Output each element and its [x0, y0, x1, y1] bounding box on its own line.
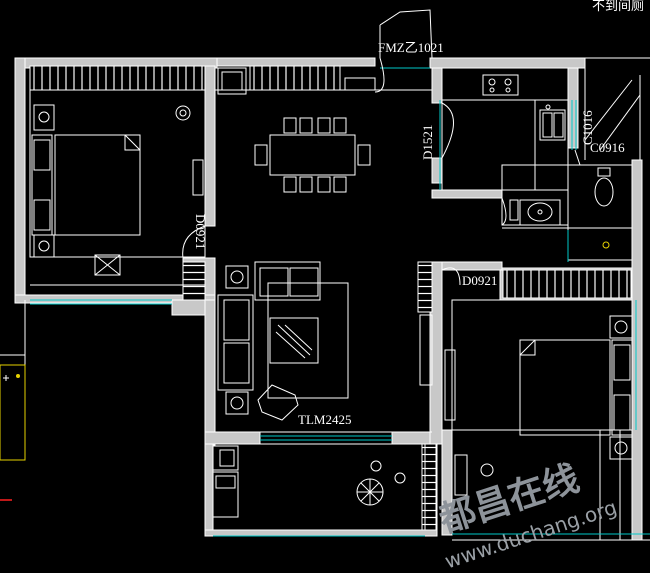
balcony-fixtures	[212, 445, 494, 518]
hatch-lines	[33, 66, 628, 526]
left-edge-detail	[0, 364, 26, 501]
label-top-right: 不到间厕	[592, 0, 644, 13]
watermark: 都昌在线 www.duchang.org	[433, 457, 620, 573]
furniture	[31, 67, 633, 518]
label-door-d0921-right: D0921	[462, 273, 497, 288]
label-window-c1016: C1016	[580, 110, 595, 145]
labels: FMZ乙1021 D1521 C1016 C0916 D0921 D0921 T…	[193, 0, 644, 427]
label-door-d0921-left: D0921	[193, 214, 208, 249]
bed-right	[444, 315, 633, 460]
sofa-set	[217, 261, 433, 421]
label-door-main: FMZ乙1021	[378, 40, 444, 55]
dining-table	[254, 117, 371, 193]
hatched-walls	[29, 65, 632, 531]
windows	[30, 67, 650, 537]
bed-left	[31, 104, 204, 276]
label-window-c0916: C0916	[590, 140, 625, 155]
bathroom-fixtures	[509, 167, 614, 249]
doors	[182, 9, 581, 286]
kitchen-fixtures	[482, 74, 566, 190]
label-window-tlm2425: TLM2425	[298, 412, 351, 427]
label-door-d1521: D1521	[420, 125, 435, 160]
